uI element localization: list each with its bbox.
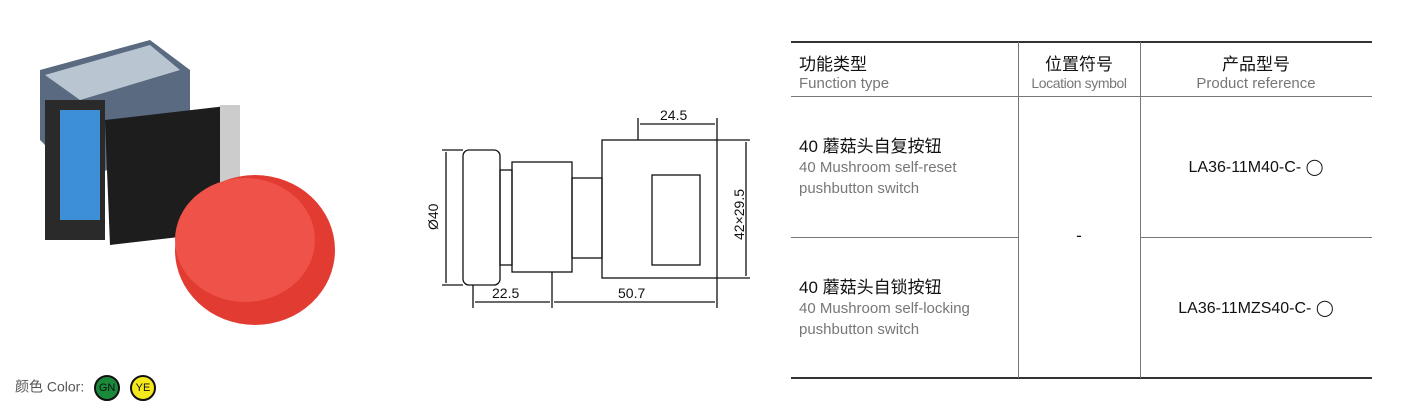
row-zh: 40 蘑菇头自锁按钮 — [799, 278, 942, 297]
dim-diameter: Ø40 — [425, 203, 441, 230]
row-en: pushbutton switch — [799, 321, 920, 338]
header-location-symbol: 位置符号 Location symbol — [1018, 50, 1140, 91]
header-zh: 产品型号 — [1222, 55, 1290, 74]
location-symbol: - — [1076, 226, 1082, 245]
product-photo — [40, 40, 335, 325]
table-row: 40 蘑菇头自复按钮 40 Mushroom self-reset pushbu… — [799, 136, 957, 199]
row-en: 40 Mushroom self-reset — [799, 159, 957, 176]
color-chip-ye: YE — [130, 375, 157, 401]
color-chip-gn: GN — [94, 375, 121, 401]
dimension-drawing: 24.5 42×29.5 Ø40 22.5 50.7 — [425, 107, 750, 308]
header-en: Function type — [799, 75, 890, 92]
dim-height: 42×29.5 — [731, 189, 747, 240]
row-en: 40 Mushroom self-locking — [799, 300, 970, 317]
header-zh: 位置符号 — [1045, 55, 1113, 74]
dim-top: 24.5 — [660, 107, 687, 123]
dim-head: 22.5 — [492, 285, 519, 301]
row-zh: 40 蘑菇头自复按钮 — [799, 137, 942, 156]
row-en: pushbutton switch — [799, 180, 920, 197]
header-en: Location symbol — [1031, 75, 1127, 91]
product-reference: LA36-11M40-C- ◯ — [1188, 159, 1324, 176]
header-function-type: 功能类型 Function type — [799, 50, 889, 92]
color-options: 颜色 Color: GN YE — [15, 375, 157, 401]
product-reference: LA36-11MZS40-C- ◯ — [1178, 300, 1334, 317]
dim-body: 50.7 — [618, 285, 645, 301]
header-en: Product reference — [1196, 75, 1316, 92]
header-product-reference: 产品型号 Product reference — [1140, 50, 1372, 92]
header-zh: 功能类型 — [799, 55, 867, 74]
table-row: 40 蘑菇头自锁按钮 40 Mushroom self-locking push… — [799, 277, 970, 340]
color-label: 颜色 Color: — [15, 378, 85, 395]
